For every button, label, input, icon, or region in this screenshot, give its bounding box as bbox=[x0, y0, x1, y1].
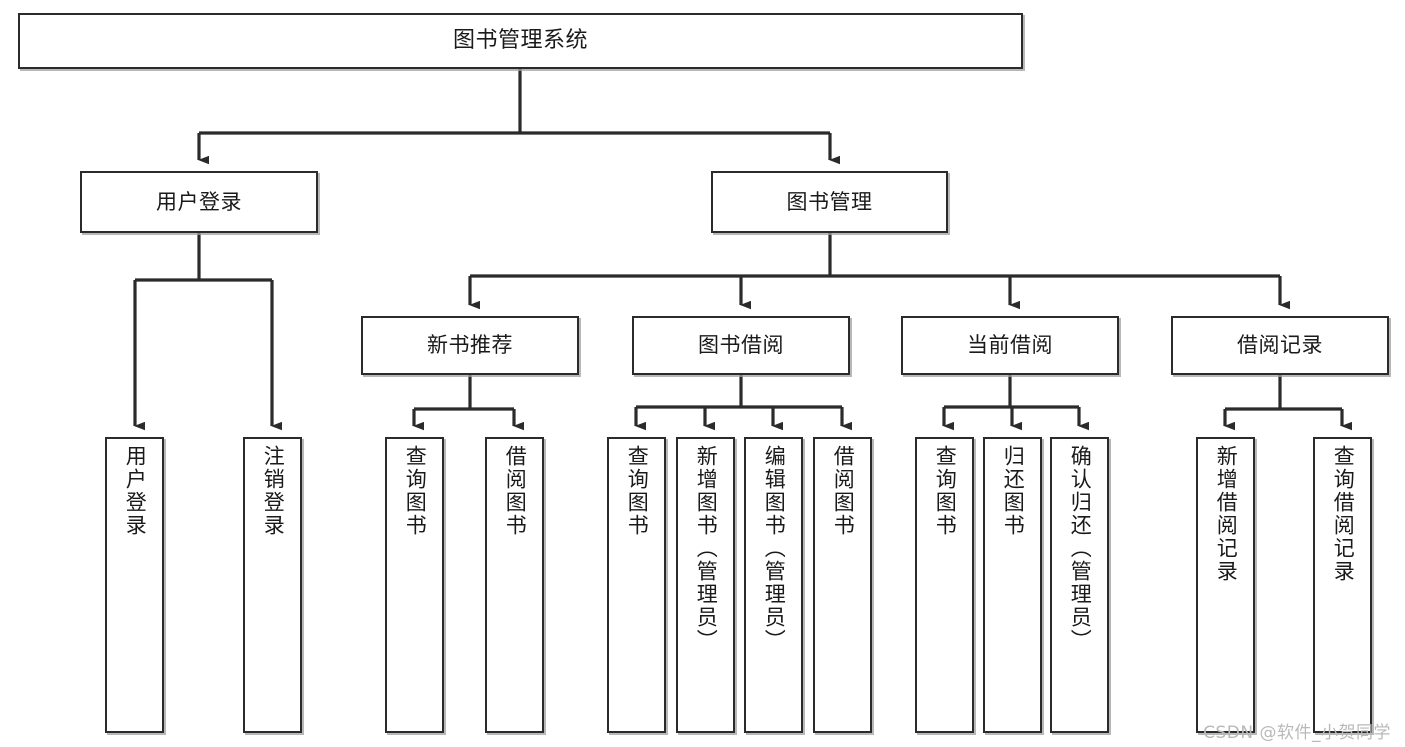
leaf-confirm-return[interactable]: 确认归还（管理员） bbox=[1050, 437, 1109, 733]
node-new-book-recommend-label: 新书推荐 bbox=[427, 333, 513, 358]
leaf-return-book-label: 归还图书 bbox=[1001, 445, 1026, 537]
leaf-add-book[interactable]: 新增图书（管理员） bbox=[676, 437, 735, 733]
leaf-query-record-label: 查询借阅记录 bbox=[1331, 445, 1356, 583]
leaf-query-book-1[interactable]: 查询图书 bbox=[385, 437, 444, 733]
node-book-manage-label: 图书管理 bbox=[786, 189, 873, 214]
leaf-user-login[interactable]: 用户登录 bbox=[105, 437, 164, 733]
watermark: CSDN @软件_小贺同学 bbox=[1203, 723, 1391, 743]
leaf-query-book-1-label: 查询图书 bbox=[403, 445, 428, 537]
leaf-logout-label: 注销登录 bbox=[261, 445, 286, 537]
node-borrow-record-label: 借阅记录 bbox=[1237, 333, 1323, 358]
node-root[interactable]: 图书管理系统 bbox=[18, 13, 1023, 69]
leaf-query-book-3-label: 查询图书 bbox=[933, 445, 958, 537]
node-borrow-record[interactable]: 借阅记录 bbox=[1171, 316, 1389, 375]
node-new-book-recommend[interactable]: 新书推荐 bbox=[361, 316, 579, 375]
node-book-manage[interactable]: 图书管理 bbox=[711, 171, 948, 233]
leaf-add-record-label: 新增借阅记录 bbox=[1214, 445, 1239, 583]
leaf-return-book[interactable]: 归还图书 bbox=[983, 437, 1042, 733]
leaf-confirm-return-label: 确认归还（管理员） bbox=[1068, 445, 1093, 652]
leaf-borrow-book-2-label: 借阅图书 bbox=[831, 445, 856, 537]
node-user-login-label: 用户登录 bbox=[156, 189, 242, 214]
leaf-query-book-3[interactable]: 查询图书 bbox=[915, 437, 974, 733]
leaf-logout[interactable]: 注销登录 bbox=[243, 437, 302, 733]
leaf-borrow-book-2[interactable]: 借阅图书 bbox=[813, 437, 872, 733]
leaf-query-book-2[interactable]: 查询图书 bbox=[607, 437, 666, 733]
leaf-query-record[interactable]: 查询借阅记录 bbox=[1313, 437, 1372, 733]
node-current-borrow-label: 当前借阅 bbox=[967, 333, 1053, 358]
leaf-user-login-label: 用户登录 bbox=[123, 445, 148, 537]
node-book-borrow[interactable]: 图书借阅 bbox=[632, 316, 850, 375]
leaf-query-book-2-label: 查询图书 bbox=[625, 445, 650, 537]
node-book-borrow-label: 图书借阅 bbox=[698, 333, 784, 358]
node-user-login[interactable]: 用户登录 bbox=[80, 171, 318, 233]
node-current-borrow[interactable]: 当前借阅 bbox=[901, 316, 1119, 375]
leaf-edit-book[interactable]: 编辑图书（管理员） bbox=[744, 437, 803, 733]
leaf-borrow-book-1[interactable]: 借阅图书 bbox=[485, 437, 544, 733]
leaf-add-book-label: 新增图书（管理员） bbox=[694, 445, 719, 652]
node-root-label: 图书管理系统 bbox=[452, 28, 588, 54]
leaf-add-record[interactable]: 新增借阅记录 bbox=[1196, 437, 1255, 733]
leaf-edit-book-label: 编辑图书（管理员） bbox=[762, 445, 787, 652]
leaf-borrow-book-1-label: 借阅图书 bbox=[503, 445, 528, 537]
